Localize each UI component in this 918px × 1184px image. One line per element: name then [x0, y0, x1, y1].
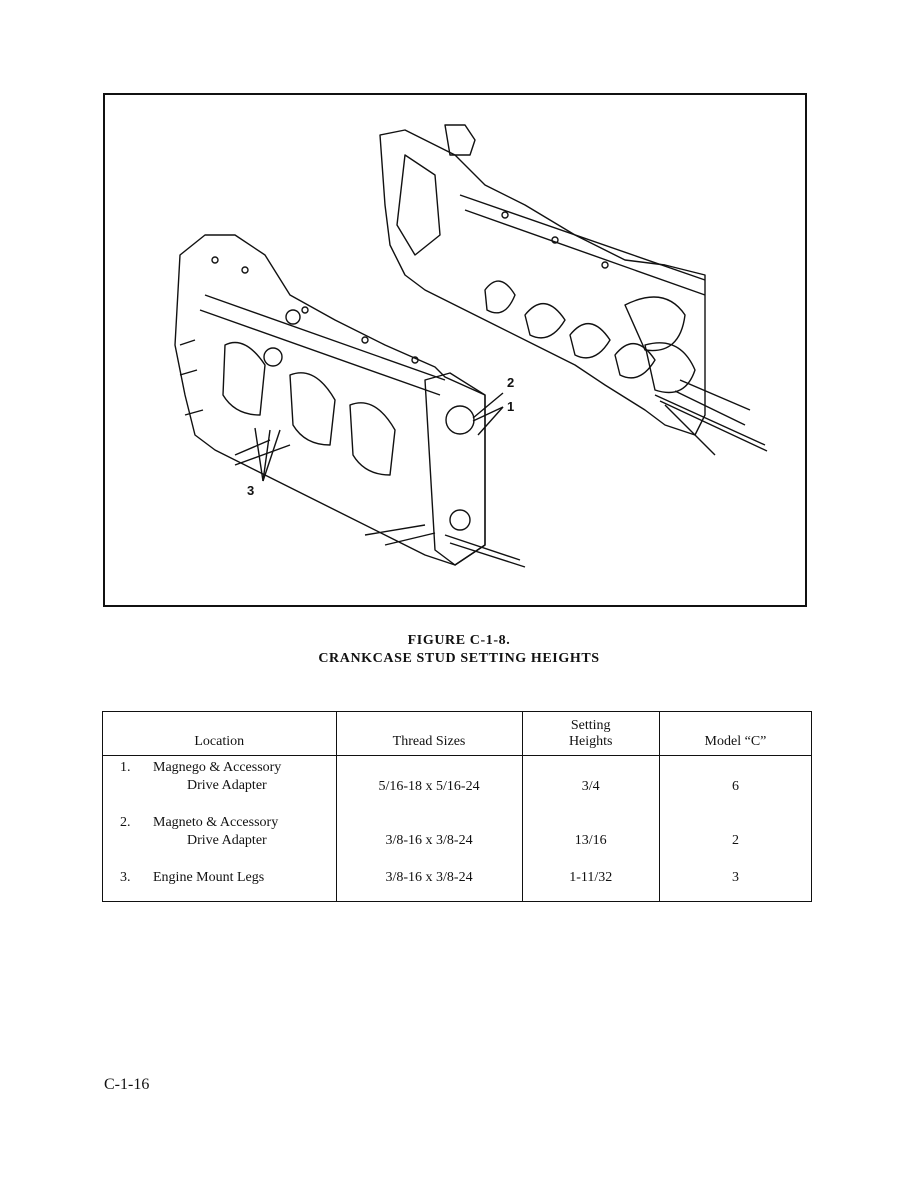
stud-settings-table: Location Thread Sizes Setting Heights Mo… [102, 711, 813, 902]
row-location-line2: Drive Adapter [187, 833, 267, 848]
callout-1: 1 [507, 399, 515, 414]
location-column: 1. Magnego & Accessory Drive Adapter 2. … [102, 755, 337, 902]
page-number: C-1-16 [104, 1076, 150, 1093]
row-model-c: 3 [731, 870, 739, 885]
callout-3: 3 [247, 483, 255, 498]
row-model-c: 2 [731, 833, 739, 848]
row-thread-size: 5/16-18 x 5/16-24 [378, 779, 480, 794]
table-body-row: 1. Magnego & Accessory Drive Adapter 2. … [102, 755, 813, 902]
header-thread-sizes: Thread Sizes [335, 711, 523, 756]
row-location-line1: Magneto & Accessory [153, 815, 279, 830]
row-thread-size: 3/8-16 x 3/8-24 [385, 833, 473, 848]
header-location: Location [102, 711, 337, 756]
setting-heights-column: 3/4 13/16 1-11/32 [521, 755, 660, 902]
callout-2: 2 [507, 375, 515, 390]
row-model-c: 6 [731, 779, 739, 794]
row-setting-height: 1-11/32 [569, 870, 613, 885]
row-location-line2: Drive Adapter [187, 778, 267, 793]
model-c-column: 6 2 3 [658, 755, 813, 902]
row-number: 1. [120, 760, 131, 775]
figure-label: FIGURE C-1-8. [407, 633, 511, 648]
header-setting-line1: Setting [570, 718, 611, 733]
crankcase-left-half [174, 234, 486, 566]
table-header-row: Location Thread Sizes Setting Heights Mo… [102, 711, 813, 756]
row-number: 2. [120, 815, 131, 830]
figure-title: CRANKCASE STUD SETTING HEIGHTS [318, 651, 600, 666]
row-setting-height: 3/4 [581, 779, 600, 794]
header-setting-line2: Heights [568, 734, 613, 749]
crankcase-illustration [174, 124, 768, 568]
header-model-c: Model “C” [658, 711, 813, 756]
thread-sizes-column: 5/16-18 x 5/16-24 3/8-16 x 3/8-24 3/8-16… [335, 755, 523, 902]
row-thread-size: 3/8-16 x 3/8-24 [385, 870, 473, 885]
row-number: 3. [120, 870, 131, 885]
crankcase-right-half [379, 129, 706, 436]
row-location-line1: Magnego & Accessory [153, 760, 282, 775]
row-setting-height: 13/16 [574, 833, 607, 848]
header-setting-heights: Setting Heights [521, 711, 660, 756]
row-location-line1: Engine Mount Legs [153, 870, 265, 885]
figure-frame: 2 1 3 [103, 93, 807, 607]
